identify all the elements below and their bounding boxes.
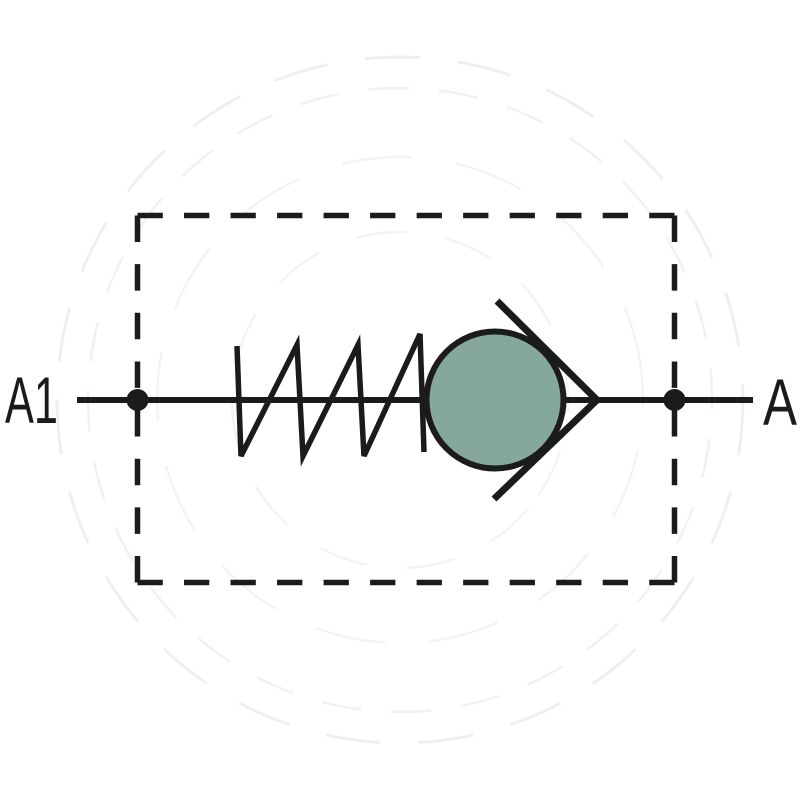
check-valve-ball: [423, 328, 567, 472]
spring-symbol: [234, 332, 427, 467]
valve-seat-chevron: [491, 298, 603, 502]
port-label-a1: A1: [5, 363, 58, 437]
port-labels: A1 A: [5, 363, 797, 439]
watermark-circle-inner: [155, 155, 645, 645]
junction-dot-left: [126, 389, 149, 411]
junction-dots: [126, 389, 686, 411]
symbol-linework: [77, 212, 753, 586]
junction-dot-right: [663, 389, 686, 411]
port-label-a: A: [763, 365, 797, 439]
enclosure-dashed-border: [134, 212, 678, 586]
